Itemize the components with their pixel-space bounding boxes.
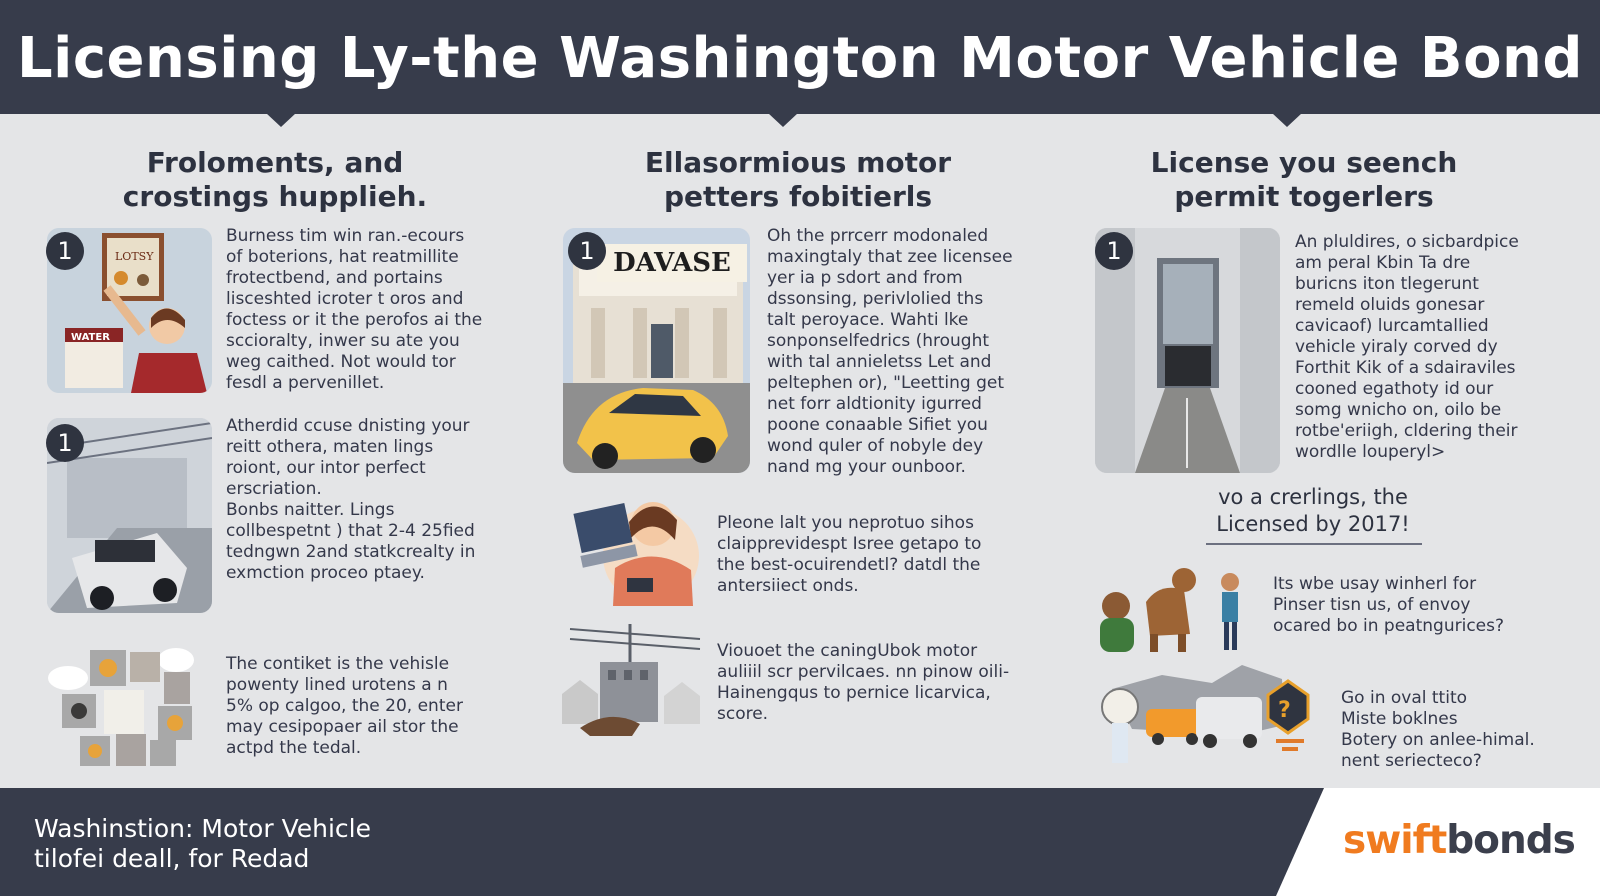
- swiftbonds-logo[interactable]: swiftbonds: [1343, 818, 1576, 863]
- column-1-title: Froloments, and crostings hupplieh.: [122, 146, 428, 213]
- svg-text:WATER: WATER: [71, 332, 110, 343]
- step-badge: 1: [568, 232, 606, 270]
- step-badge: 1: [1095, 232, 1133, 270]
- step-badge: 1: [46, 232, 84, 270]
- svg-text:LOTSY: LOTSY: [115, 250, 154, 263]
- column-1-text-1: Burness tim win ran.-ecours of boterions…: [226, 226, 483, 393]
- logo-part-swift: swift: [1343, 818, 1447, 863]
- city-powerline-illustration: [560, 624, 710, 742]
- documents-collage-icon: [46, 640, 196, 770]
- svg-text:?: ?: [1278, 698, 1291, 723]
- logo-part-bonds: bonds: [1446, 818, 1576, 863]
- header-notch: [266, 113, 296, 127]
- header-notch: [1272, 113, 1302, 127]
- column-2-text-1: Oh the prrcerr modonaled maxingtaly that…: [767, 226, 1013, 477]
- column-2-text-3: Viouoet the caningUbok motor auliiil scr…: [717, 641, 1010, 724]
- column-3-text-1: An pluldires, o sicbardpice am peral Kbi…: [1295, 232, 1519, 462]
- column-2-title: Ellasormious motor petters fobitierls: [644, 146, 952, 213]
- column-3-text-2: Its wbe usay winherl for Pinser tisn us,…: [1273, 574, 1505, 636]
- divider: [1206, 543, 1422, 545]
- column-2-text-2: Pleone lalt you neprotuo sihos claipprev…: [717, 513, 982, 596]
- dmv-sign: DAVASE: [597, 244, 747, 282]
- laptop-person-illustration: [563, 494, 713, 606]
- step-badge: 1: [46, 424, 84, 462]
- column-3-subheading: vo a crerlings, the Licensed by 2017!: [1216, 485, 1410, 536]
- page-title: Licensing Ly-the Washington Motor Vehicl…: [16, 26, 1583, 91]
- header-banner: Licensing Ly-the Washington Motor Vehicl…: [0, 0, 1600, 114]
- header-notch: [768, 113, 798, 127]
- map-vehicles-illustration: ?: [1092, 655, 1317, 773]
- animals-child-illustration: [1090, 562, 1250, 658]
- column-3-title: License you seench permit togerlers: [1150, 146, 1458, 213]
- column-3-text-3: Go in oval ttito Miste boklnes Botery on…: [1341, 688, 1535, 771]
- column-1-text-2: Atherdid ccuse dnisting your reitt other…: [226, 416, 476, 583]
- footer-caption: Washinstion: Motor Vehicle tilofei deall…: [34, 814, 371, 873]
- footer-logo-panel: [1276, 788, 1600, 896]
- column-1-text-3: The contiket is the vehisle powenty line…: [226, 654, 463, 758]
- garage-corridor-illustration: [1095, 228, 1280, 473]
